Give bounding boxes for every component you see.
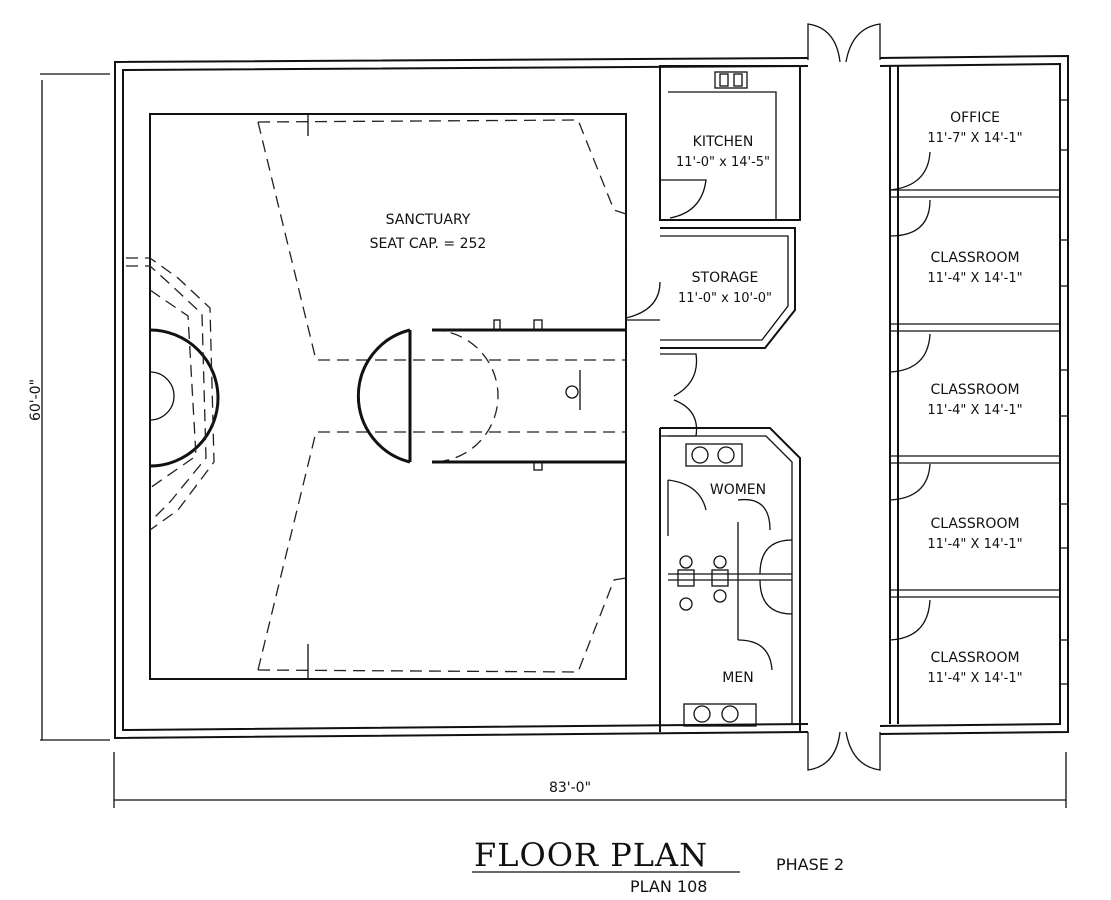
- phase-label: PHASE 2: [776, 855, 844, 874]
- storage-room: [625, 227, 796, 349]
- kitchen-label: KITCHEN: [693, 134, 754, 150]
- right-wing-rooms: [889, 66, 1068, 724]
- kitchen-room: [659, 65, 801, 221]
- sanctuary-seat-capacity: SEAT CAP. = 252: [370, 236, 487, 252]
- drawing-title: FLOOR PLAN: [474, 836, 708, 874]
- dimension-lines: [40, 73, 1067, 808]
- storage-size: 11'-0" x 10'-0": [678, 291, 772, 306]
- classroom-3-label: CLASSROOM: [930, 516, 1019, 532]
- exterior-walls: [114, 54, 1069, 740]
- office-label: OFFICE: [950, 110, 1000, 126]
- classroom-1-label: CLASSROOM: [930, 250, 1019, 266]
- sanctuary-room: [126, 113, 627, 680]
- classroom-4-size: 11'-4" X 14'-1": [927, 671, 1022, 686]
- storage-label: STORAGE: [692, 270, 759, 286]
- corridor-entry-doors: [807, 23, 881, 771]
- height-dimension-label: 60'-0": [28, 379, 44, 421]
- width-dimension-label: 83'-0": [549, 780, 591, 796]
- office-size: 11'-7" X 14'-1": [927, 131, 1022, 146]
- classroom-4-label: CLASSROOM: [930, 650, 1019, 666]
- classroom-1-size: 11'-4" X 14'-1": [927, 271, 1022, 286]
- sanctuary-label: SANCTUARY: [386, 212, 471, 228]
- restrooms: [659, 427, 801, 732]
- men-label: MEN: [722, 670, 753, 686]
- classroom-2-label: CLASSROOM: [930, 382, 1019, 398]
- classroom-2-size: 11'-4" X 14'-1": [927, 403, 1022, 418]
- kitchen-size: 11'-0" x 14'-5": [676, 155, 770, 170]
- sanctuary-side-door: [660, 353, 698, 437]
- plan-number: PLAN 108: [630, 877, 707, 896]
- women-label: WOMEN: [710, 482, 766, 498]
- classroom-3-size: 11'-4" X 14'-1": [927, 537, 1022, 552]
